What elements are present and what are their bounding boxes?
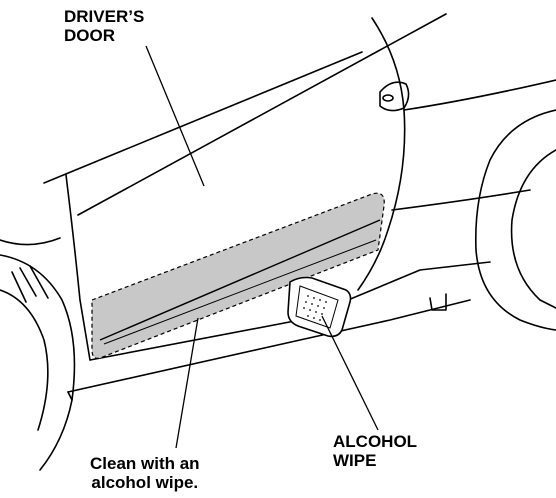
leader-drivers-door <box>145 45 205 187</box>
drivers-door-label-line-1: DRIVER’S <box>64 7 145 26</box>
clean-instruction-label: Clean with an alcohol wipe. <box>90 454 200 492</box>
front-tire-tread <box>11 265 49 303</box>
alcohol-wipe-label: ALCOHOL WIPE <box>333 432 417 470</box>
rear-wheel-arch-inner <box>510 149 556 309</box>
rear-quarter-panel <box>403 79 556 111</box>
alcohol-wipe-label-line-1: ALCOHOL <box>333 432 418 451</box>
alcohol-wipe-packet <box>287 276 352 338</box>
front-fender-line <box>0 237 61 246</box>
leader-clean-area <box>175 317 199 449</box>
door-handle-hole <box>382 94 394 102</box>
jack-point <box>429 293 447 311</box>
front-wheel-arch-inner <box>0 289 49 431</box>
rear-body-line <box>391 189 531 211</box>
door-rear-edge <box>357 17 406 291</box>
alcohol-wipe-label-line-2: WIPE <box>333 451 377 470</box>
cleaning-area <box>91 192 385 359</box>
drivers-door-label-line-2: DOOR <box>64 26 115 45</box>
leader-alcohol-wipe <box>321 315 379 431</box>
door-crease-line <box>99 219 381 341</box>
rocker-panel-bottom <box>67 299 471 393</box>
door-front-edge <box>65 174 91 361</box>
rear-wheel-arch <box>474 109 556 331</box>
clean-instruction-line-1: Clean with an <box>90 454 200 473</box>
door-crease-line-2 <box>103 239 377 345</box>
door-handle <box>379 81 410 112</box>
window-top-line <box>43 51 363 184</box>
rocker-panel-lower <box>67 391 73 401</box>
rocker-panel-top <box>89 261 491 361</box>
clean-instruction-line-2: alcohol wipe. <box>91 473 199 492</box>
drivers-door-label: DRIVER’S DOOR <box>64 7 144 45</box>
front-wheel-arch <box>0 254 76 471</box>
window-top-line-2 <box>77 13 447 216</box>
